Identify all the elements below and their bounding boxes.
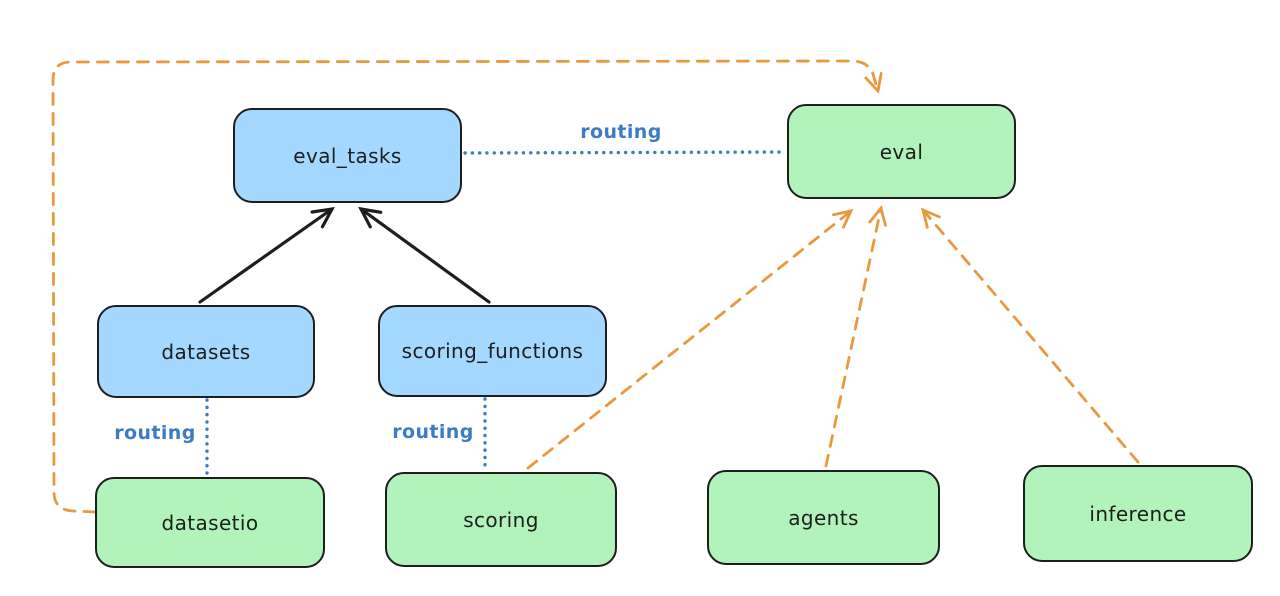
edge-datasets-to-eval-tasks bbox=[198, 206, 335, 304]
node-datasetio-label: datasetio bbox=[161, 510, 259, 535]
edge-scoring-functions-to-eval-tasks bbox=[358, 206, 491, 304]
edge-scoring-to-eval bbox=[526, 209, 854, 470]
node-scoring: scoring bbox=[385, 472, 617, 567]
edge-label-routing-scoring-functions-scoring: routing bbox=[392, 421, 474, 443]
node-inference-label: inference bbox=[1089, 501, 1187, 526]
edge-label-routing-eval-tasks-eval: routing bbox=[580, 121, 662, 143]
node-eval-tasks-label: eval_tasks bbox=[293, 143, 402, 168]
edge-label-routing-datasets-datasetio: routing bbox=[114, 422, 196, 444]
node-scoring-label: scoring bbox=[463, 507, 539, 532]
node-agents: agents bbox=[707, 470, 940, 565]
edge-inference-to-eval bbox=[920, 207, 1140, 464]
node-eval: eval bbox=[787, 104, 1016, 199]
node-datasets: datasets bbox=[97, 305, 315, 398]
edge-agents-to-eval bbox=[824, 204, 887, 468]
node-datasetio: datasetio bbox=[95, 477, 325, 568]
node-eval-label: eval bbox=[879, 139, 924, 164]
node-scoring-functions-label: scoring_functions bbox=[401, 339, 584, 363]
node-inference: inference bbox=[1023, 465, 1253, 562]
node-datasets-label: datasets bbox=[161, 339, 251, 364]
node-agents-label: agents bbox=[788, 505, 859, 530]
edge-datasetio-to-eval bbox=[51, 59, 883, 514]
node-eval-tasks: eval_tasks bbox=[233, 108, 462, 203]
node-scoring-functions: scoring_functions bbox=[378, 305, 607, 397]
edge-eval-tasks-to-eval bbox=[463, 150, 787, 155]
